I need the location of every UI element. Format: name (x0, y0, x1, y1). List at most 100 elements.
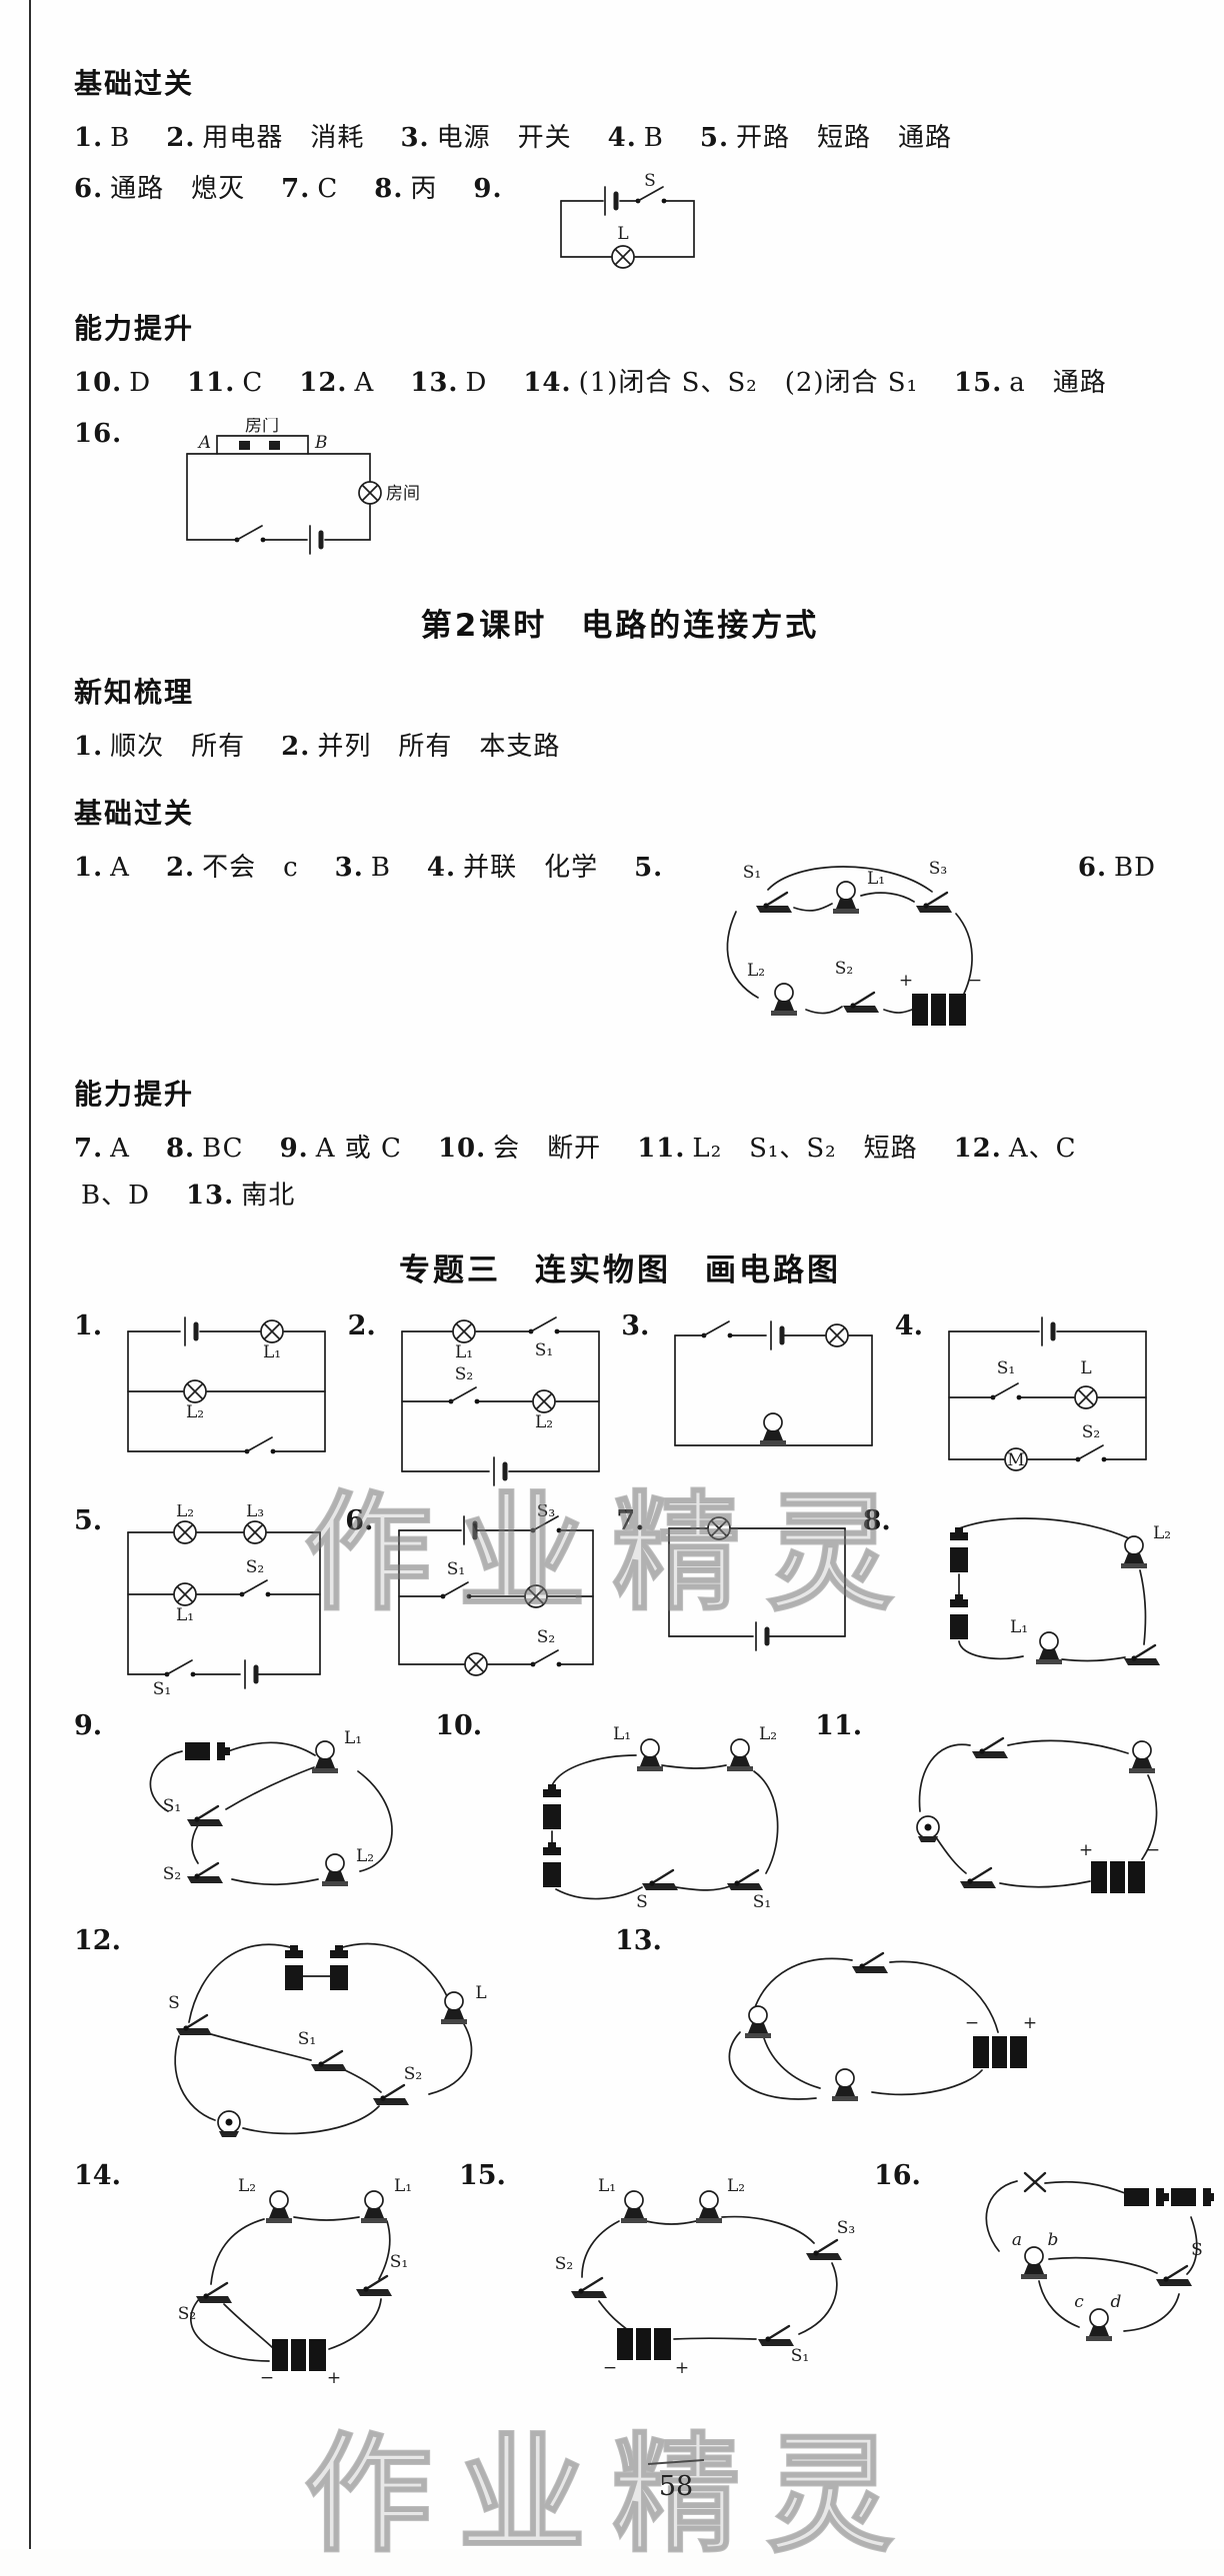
battery-cell-icon (184, 1741, 232, 1761)
bulb-icon (1085, 2308, 1113, 2342)
wiring-diagram-14: L₂ L₁ S₂ S₁ − + (178, 2176, 412, 2387)
wiring-diagram-9: L₁ S₁ S₂ L₂ (149, 1728, 393, 1887)
bulb-icon (1119, 1535, 1148, 1569)
lesson-title: 第2课时 电路的连接方式 (420, 608, 820, 644)
answer-item: 7.A (74, 1131, 130, 1168)
battery-icon (756, 1622, 767, 1650)
answer-item: 8.丙 (374, 171, 437, 208)
answer-number: 2. (166, 123, 196, 153)
lamp-icon (173, 1520, 198, 1544)
wires (127, 1330, 327, 1452)
door-contact-icon (269, 441, 281, 450)
bulb-label: L₁ (613, 1724, 631, 1744)
answer-number: 7. (281, 174, 311, 204)
exercise-number: 14. (74, 2160, 121, 2191)
switch-icon (701, 1320, 734, 1339)
bulb-label: L₂ (747, 961, 765, 981)
switch-icon (309, 2049, 349, 2073)
bulb-icon (440, 1991, 468, 2025)
topic-title: 专题三 连实物图 画电路图 (399, 1253, 841, 1288)
exercise-cell-9: 9. L₁ S₁ S₂ L₂ (74, 1709, 435, 1914)
bulb-icon (1128, 1740, 1157, 1774)
answer-number: 10. (74, 368, 123, 398)
terminal-label: b (1048, 2230, 1059, 2250)
answer-item: 7.C (281, 171, 338, 208)
answer-number: 8. (374, 174, 404, 204)
circuit-diagram-3 (674, 1309, 874, 1446)
wires (400, 1330, 600, 1472)
answer-text: 用电器 消耗 (202, 123, 365, 153)
answer-number: 1. (74, 123, 104, 153)
wiring-diagram-15: L₁ L₂ S₃ S₂ S₁ − + (555, 2176, 855, 2378)
exercise-cell-4: 4. S₁ L M S₂ (895, 1309, 1166, 1481)
wires (551, 1754, 779, 1900)
answer-number: 12. (299, 368, 348, 398)
switch-icon (989, 1382, 1023, 1401)
answer-text: 并列 所有 本支路 (317, 732, 561, 762)
wires (174, 1942, 473, 2135)
diagram-row-5: 14. L₂ L₁ S₂ S₁ − (74, 2159, 1214, 2387)
answer-item: 3.B (335, 850, 391, 887)
answer-item: 13.D (410, 365, 487, 402)
answer-text: 电源 开关 (436, 123, 572, 153)
switch-label: S₁ (390, 2252, 408, 2272)
bulb-label: L₂ (727, 2176, 745, 2196)
battery-plus-label: + (327, 2368, 341, 2387)
page-edge-line (29, 0, 31, 2549)
answer-item: 1.B (74, 120, 130, 157)
lamp-icon (610, 245, 635, 269)
switch-label: S (168, 1993, 180, 2013)
answer-number: 2. (165, 853, 196, 883)
switch-icon (185, 1804, 225, 1828)
exercise-cell-12: 12. S L (74, 1924, 559, 2149)
battery-plus-label: + (675, 2358, 689, 2378)
switch-label: S₂ (246, 1557, 264, 1577)
answer-item: 4.B (608, 120, 664, 157)
switch-label: S₁ (535, 1340, 553, 1360)
answer-text: (1)闭合 S、S₂ (2)闭合 S₁ (578, 368, 919, 398)
answer-text: B (370, 853, 391, 883)
battery-icon (771, 1321, 782, 1349)
lamp-icon (531, 1389, 556, 1413)
door-label: 房门 (245, 418, 279, 436)
watermark: 作业精灵 (303, 2420, 920, 2571)
answer-number: 9. (279, 1134, 309, 1164)
answer-text: 会 断开 (493, 1134, 602, 1164)
answer-item: 1.顺次 所有 (74, 729, 245, 766)
switch-label: S₁ (298, 2029, 316, 2049)
exercise-cell-7: 7. (616, 1504, 862, 1656)
answer-item: 15.a 通路 (954, 365, 1107, 402)
wires (581, 2215, 838, 2340)
exercise-number: 15. (458, 2160, 506, 2191)
bulb-icon (770, 983, 799, 1017)
circuit-diagram-2: L₁ S₁ S₂ L₂ (400, 1316, 600, 1494)
answer-number: 16. (74, 419, 123, 449)
switch-label: S₂ (455, 1364, 473, 1384)
battery-minus-label: − (603, 2358, 617, 2378)
answer-number: 3. (400, 123, 430, 153)
answer-item: 11.C (187, 365, 263, 402)
battery-icon (310, 526, 321, 554)
answer-number: 1. (74, 853, 104, 883)
answer-text: A 或 C (315, 1134, 402, 1164)
answer-number: 5. (699, 123, 730, 153)
battery-cell-icon (948, 1526, 969, 1573)
bulb-icon (831, 2068, 859, 2102)
answer-number: 14. (523, 368, 572, 398)
switch-icon (447, 1386, 481, 1405)
answer-item: 2.并列 所有 本支路 (281, 729, 560, 766)
room-label: 房间 (386, 484, 420, 504)
lamp-label: L₃ (246, 1504, 264, 1521)
circuit-diagram-q16: A 房门 B 房间 (186, 418, 420, 570)
answer-number: 7. (74, 1134, 104, 1164)
answer-number: 12. (953, 1134, 1002, 1164)
switch-label: S₂ (404, 2064, 422, 2084)
exercise-number: 11. (815, 1710, 863, 1741)
answer-text: A (354, 368, 375, 398)
exercise-cell-11: 11. + − (815, 1709, 1195, 1914)
battery-icon (245, 1660, 256, 1688)
switch-icon (1122, 1643, 1161, 1667)
switch-icon (530, 1649, 563, 1668)
switch-label: S (1191, 2240, 1203, 2260)
